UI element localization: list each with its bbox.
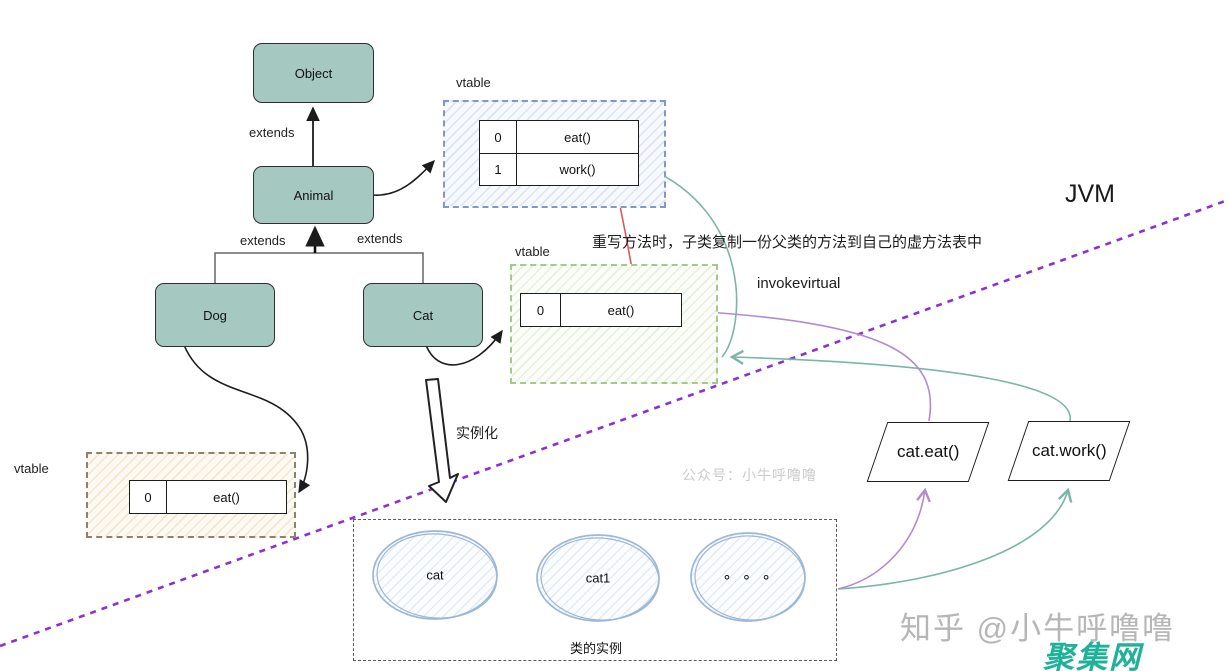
instantiate-big-arrow: [425, 378, 459, 503]
class-label-dog: Dog: [203, 307, 227, 323]
vtable-index-cell: 0: [521, 294, 561, 326]
watermark-zhihu: 知乎 @小牛呼噜噜: [900, 611, 1176, 646]
animal-vtable-title: vtable: [456, 75, 491, 90]
class-label-animal: Animal: [293, 187, 334, 203]
class-box-cat: Cat: [363, 283, 483, 347]
cateat-to-catvtable-arrow: [692, 311, 932, 422]
vtable-method-cell: eat(): [607, 302, 635, 318]
extends-label-right: extends: [357, 231, 403, 246]
class-label-object: Object: [294, 65, 333, 81]
call-label-cat-work: cat.work(): [1031, 441, 1107, 460]
table-row: 0 eat(): [130, 481, 286, 513]
jvm-label: JVM: [1065, 180, 1115, 208]
extends-label-left: extends: [240, 233, 286, 248]
dog-vtable-table: 0 eat(): [129, 480, 287, 514]
instance-to-catwork-arrow: [837, 490, 1068, 590]
vtable-method-cell: work(): [559, 162, 596, 177]
dog-cat-tree-connector: [214, 252, 424, 283]
catwork-to-catvtable-arrow: [732, 357, 1071, 422]
extends-label-top: extends: [249, 125, 295, 140]
animal-vtable-table: 0 eat() 1 work(): [479, 120, 639, 186]
vtable-method-cell: eat(): [564, 129, 591, 145]
dog-vtable-box: 0 eat(): [86, 452, 296, 538]
class-box-dog: Dog: [155, 283, 275, 347]
vtable-index-cell: 1: [480, 154, 517, 185]
instance-label-more: ∘ ∘ ∘: [722, 569, 774, 586]
class-label-cat: Cat: [412, 307, 434, 323]
table-row: 0 eat(): [480, 121, 638, 153]
invokevirtual-label: invokevirtual: [757, 275, 841, 292]
instance-to-cateat-arrow: [837, 490, 925, 590]
class-box-animal: Animal: [253, 166, 374, 224]
instantiate-label: 实例化: [456, 425, 498, 441]
call-box-cat-eat: cat.eat(): [866, 422, 990, 482]
cat-vtable-box: 0 eat(): [510, 264, 718, 384]
cat-vtable-title: vtable: [515, 244, 550, 259]
vtable-index-cell: 0: [130, 481, 167, 513]
instances-box: [353, 519, 837, 661]
cat-vtable-table: 0 eat(): [520, 293, 682, 327]
instances-caption: 类的实例: [570, 641, 623, 656]
instance-label-cat1: cat1: [585, 570, 611, 586]
animal-to-vtable-arrow: [372, 159, 435, 196]
table-row: 1 work(): [480, 153, 638, 185]
vtable-method-cell: eat(): [213, 489, 240, 505]
call-box-cat-work: cat.work(): [1007, 421, 1131, 481]
override-note: 重写方法时，子类复制一份父类的方法到自己的虚方法表中: [592, 234, 983, 251]
call-label-cat-eat: cat.eat(): [896, 442, 960, 461]
vtable-index-cell: 0: [480, 121, 517, 153]
watermark-site: 聚集网: [1043, 640, 1142, 671]
instance-label-cat: cat: [426, 567, 444, 583]
table-row: 0 eat(): [521, 294, 681, 326]
class-box-object: Object: [253, 43, 374, 103]
watermark-wechat: 公众号：小牛呼噜噜: [682, 467, 817, 483]
dog-vtable-title: vtable: [14, 461, 49, 476]
animal-vtable-box: 0 eat() 1 work(): [443, 100, 666, 208]
